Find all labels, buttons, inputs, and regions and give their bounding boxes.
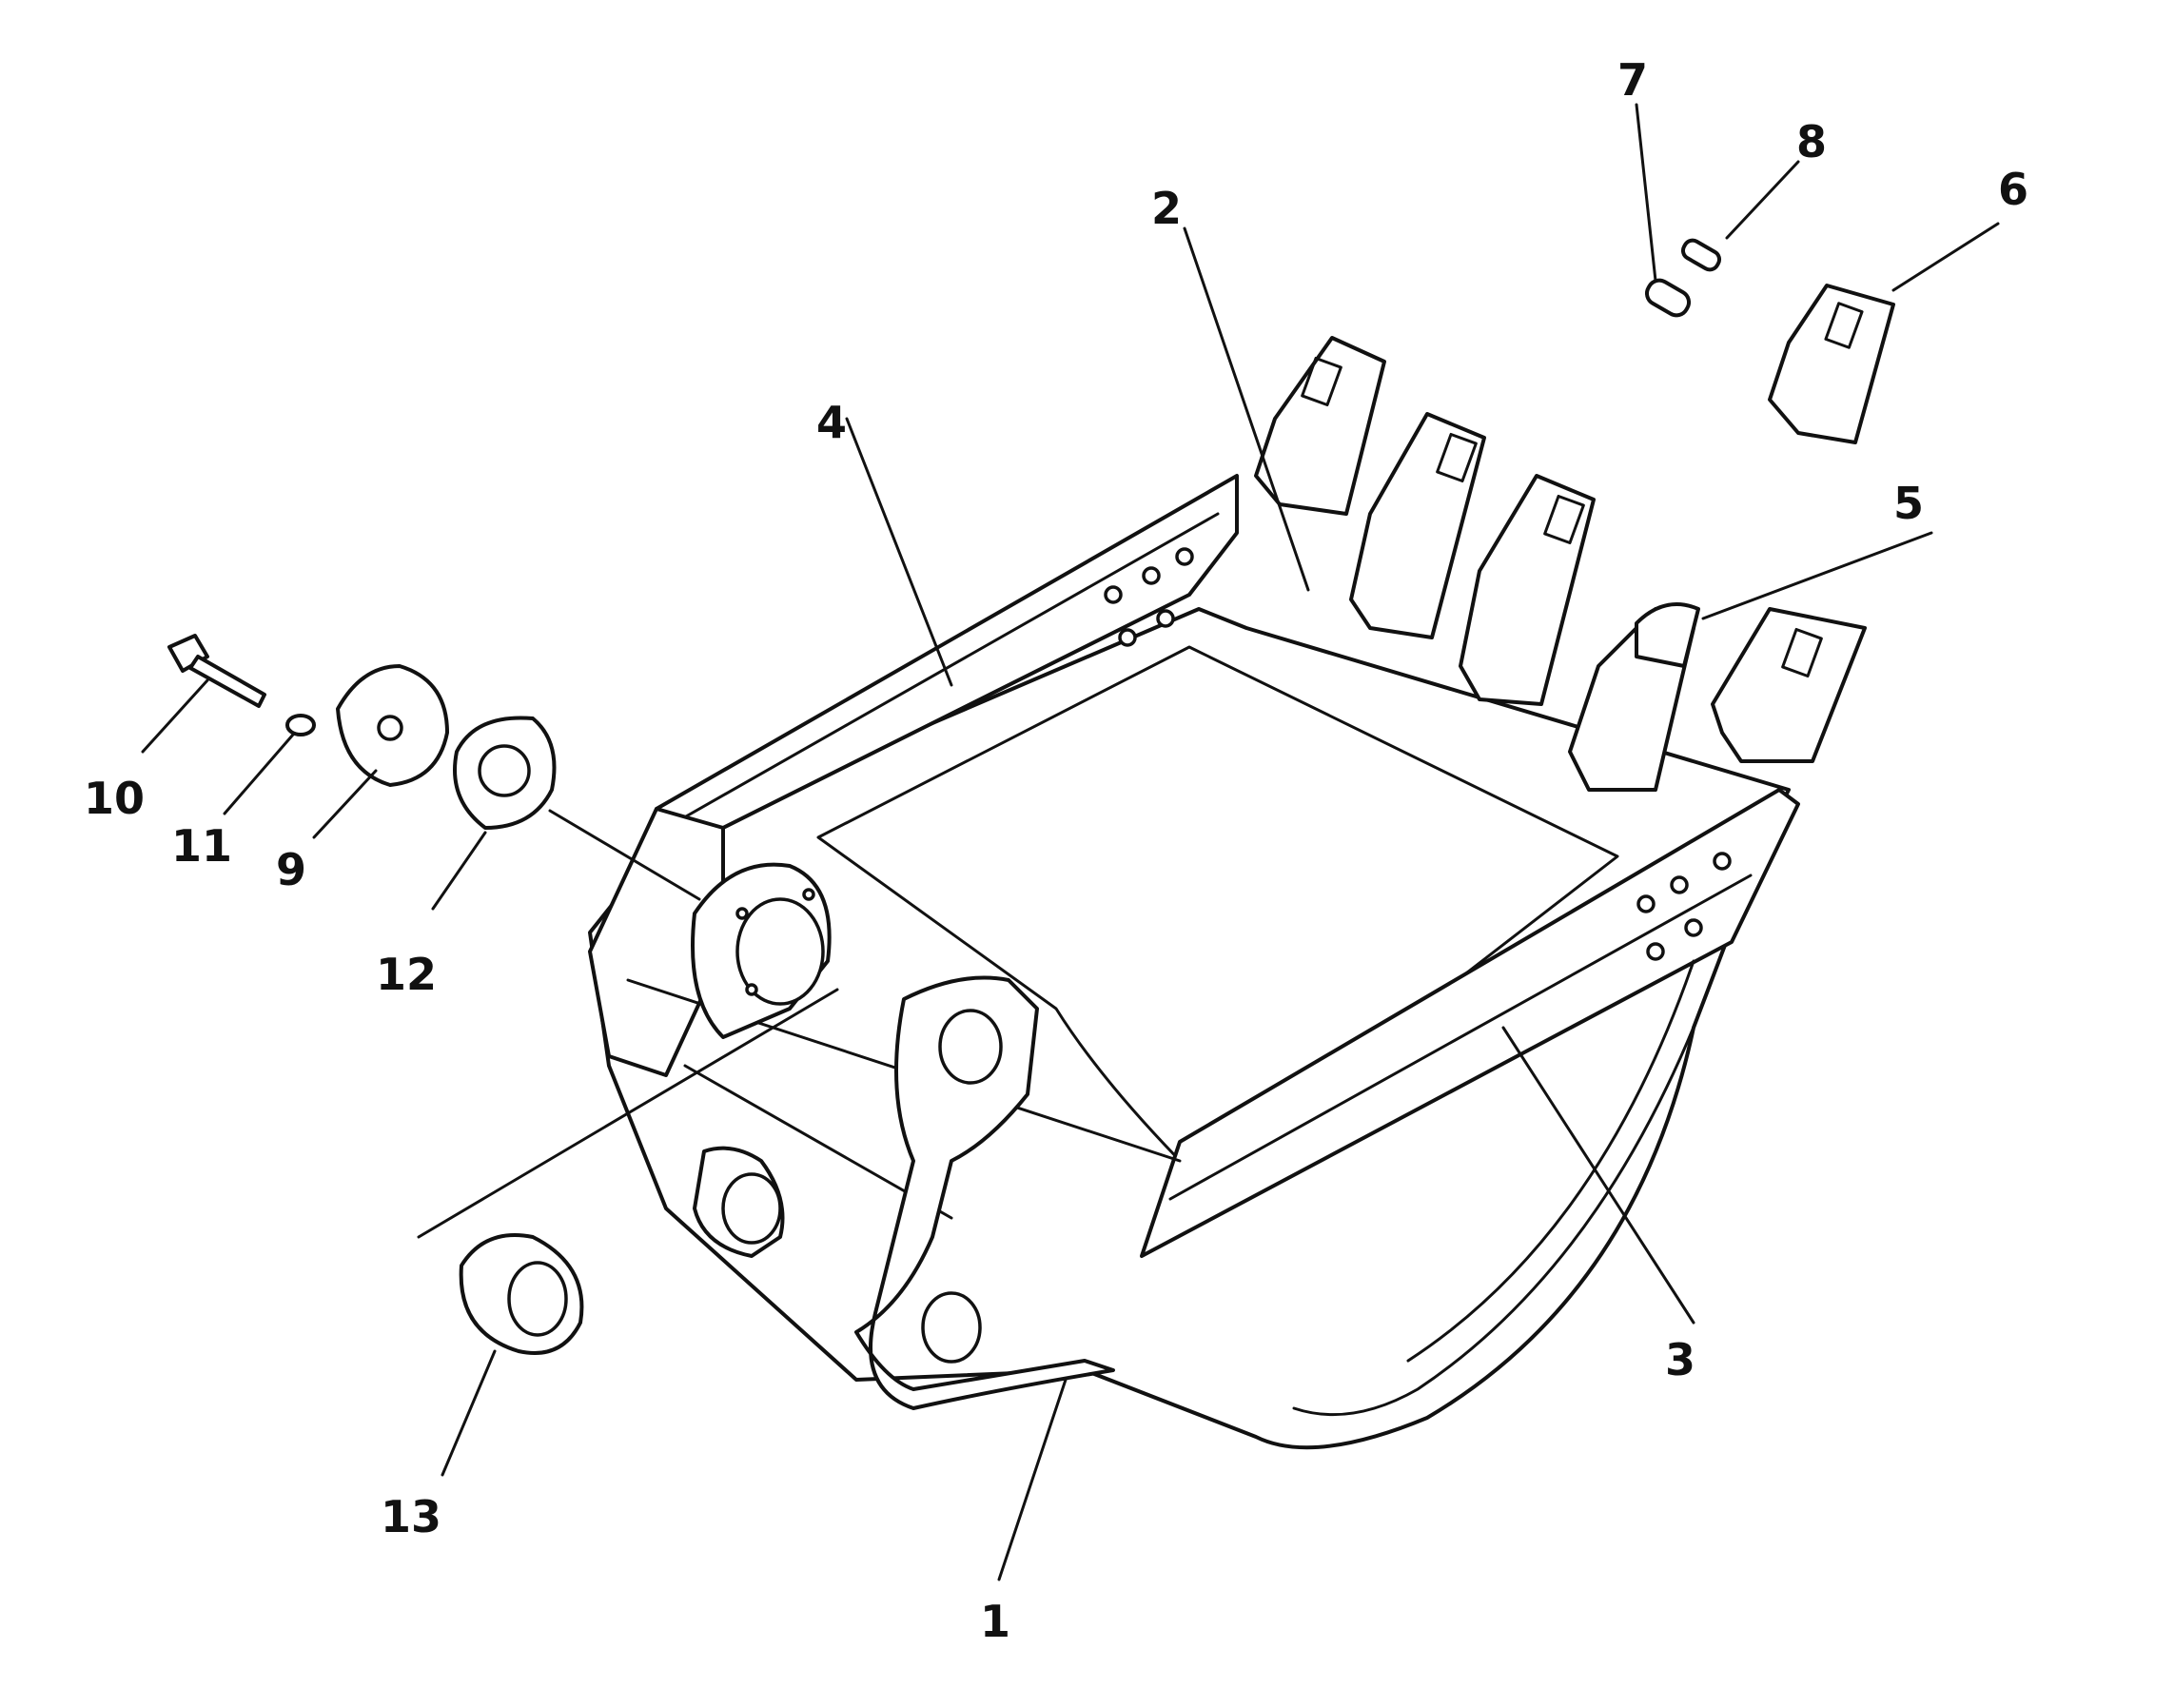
side-hole xyxy=(1104,585,1123,604)
tooth-row xyxy=(1254,336,1867,792)
tooth-pin xyxy=(1680,238,1722,272)
side-hole xyxy=(1142,566,1161,585)
boss-bolt-hole xyxy=(735,907,749,920)
loose-tooth-parts xyxy=(1644,238,1895,444)
bushing-bore xyxy=(507,1261,568,1337)
leader-13 xyxy=(441,1349,497,1477)
leader-3 xyxy=(1501,1026,1695,1325)
callout-7: 7 xyxy=(1617,54,1648,106)
callout-8: 8 xyxy=(1796,116,1827,167)
loose-tooth xyxy=(1768,284,1895,444)
tooth-slot xyxy=(1436,432,1478,483)
side-hole xyxy=(1713,852,1732,871)
callout-4: 4 xyxy=(816,397,847,448)
leader-11 xyxy=(223,733,295,815)
bracket-pin-hole xyxy=(938,1009,1003,1085)
callout-10: 10 xyxy=(84,773,145,824)
side-hole xyxy=(1684,918,1703,937)
tooth xyxy=(1349,412,1486,639)
leader-lines xyxy=(141,103,2000,1581)
tooth xyxy=(1711,607,1867,763)
leader-9 xyxy=(312,769,378,839)
boss-bolt-hole xyxy=(802,888,815,901)
bolt-shank xyxy=(188,655,266,708)
callout-9: 9 xyxy=(276,844,306,895)
wear-strip-inner xyxy=(1406,959,1695,1363)
guide-line xyxy=(417,988,839,1239)
leader-8 xyxy=(1725,160,1800,240)
side-hole xyxy=(1646,942,1665,961)
tooth-pin-lock xyxy=(1644,278,1692,318)
bracket-plate xyxy=(854,975,1115,1410)
wear-strip xyxy=(1292,950,1724,1417)
shim-hole xyxy=(478,744,531,797)
leader-4 xyxy=(845,417,953,687)
bucket-body xyxy=(588,474,1800,1450)
boss-lower-bore xyxy=(721,1172,782,1245)
bracket-pin-hole xyxy=(921,1291,982,1364)
guide-line xyxy=(548,809,701,901)
side-hole xyxy=(1636,894,1656,913)
callout-13: 13 xyxy=(381,1491,441,1542)
callout-12: 12 xyxy=(376,949,437,1000)
washer xyxy=(285,714,316,736)
leader-12 xyxy=(431,831,487,911)
callout-2: 2 xyxy=(1151,183,1182,234)
callout-labels: 1 2 3 4 5 6 7 8 9 10 11 12 13 xyxy=(84,54,2028,1647)
side-hole xyxy=(1670,875,1689,894)
side-hole xyxy=(1156,609,1175,628)
exploded-hardware xyxy=(167,634,839,1355)
callout-3: 3 xyxy=(1665,1334,1695,1385)
leader-10 xyxy=(141,678,209,754)
leader-6 xyxy=(1891,222,2000,292)
link-bracket xyxy=(693,975,1115,1410)
flange-center xyxy=(377,715,403,741)
leader-7 xyxy=(1635,103,1657,283)
hinge-boss-upper xyxy=(691,862,832,1039)
tooth xyxy=(1254,336,1386,516)
callout-11: 11 xyxy=(171,820,232,872)
leader-5 xyxy=(1701,531,1933,620)
side-hole xyxy=(1175,547,1194,566)
side-hole xyxy=(1118,628,1137,647)
tooth-slot xyxy=(1301,356,1342,407)
tooth xyxy=(1459,474,1596,706)
callout-5: 5 xyxy=(1893,478,1924,529)
tooth-slot xyxy=(1543,494,1585,545)
tooth-adapter xyxy=(1635,602,1700,668)
callout-6: 6 xyxy=(1998,164,2028,215)
callout-1: 1 xyxy=(980,1596,1010,1647)
loose-tooth-slot xyxy=(1824,302,1864,349)
tooth-slot xyxy=(1781,627,1823,678)
leader-2 xyxy=(1183,226,1310,592)
boss-bore xyxy=(735,897,825,1006)
boss-bolt-hole xyxy=(745,983,758,996)
leader-1 xyxy=(997,1378,1068,1581)
bucket-shell xyxy=(588,607,1791,1450)
side-plate-right xyxy=(1140,788,1800,1258)
side-plate-left-edge xyxy=(664,512,1220,830)
side-plate-right-edge xyxy=(1168,874,1753,1201)
